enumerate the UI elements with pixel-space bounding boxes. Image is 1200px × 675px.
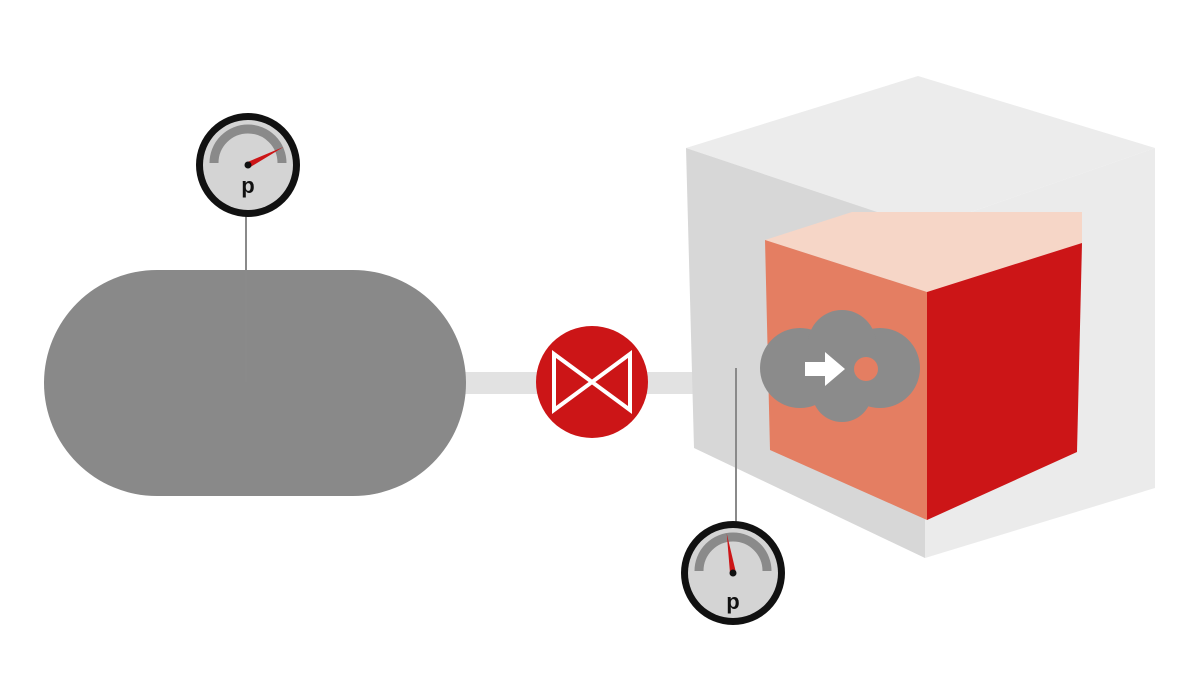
arrow-right-icon — [805, 352, 845, 386]
gauge-needle — [726, 533, 736, 574]
gauge-pivot — [729, 569, 737, 577]
gauge-label: p — [726, 589, 739, 614]
tank-pressure-gauge: p — [196, 113, 300, 217]
gauge-label: p — [241, 173, 254, 198]
valve-icon — [552, 350, 632, 414]
chamber-top-face — [686, 76, 1155, 228]
sample-top-face — [765, 212, 1082, 292]
sample-side-face — [927, 243, 1082, 520]
chamber-pressure-gauge: p — [681, 521, 785, 625]
gas-cloud — [760, 310, 920, 422]
gas-tank — [44, 270, 466, 496]
valve — [536, 326, 648, 438]
pressure-gauge-icon — [694, 532, 772, 572]
gauge-needle — [246, 146, 284, 168]
sample-cube — [765, 212, 1082, 520]
molecule-icon — [854, 357, 878, 381]
gauge-pivot — [244, 161, 252, 169]
